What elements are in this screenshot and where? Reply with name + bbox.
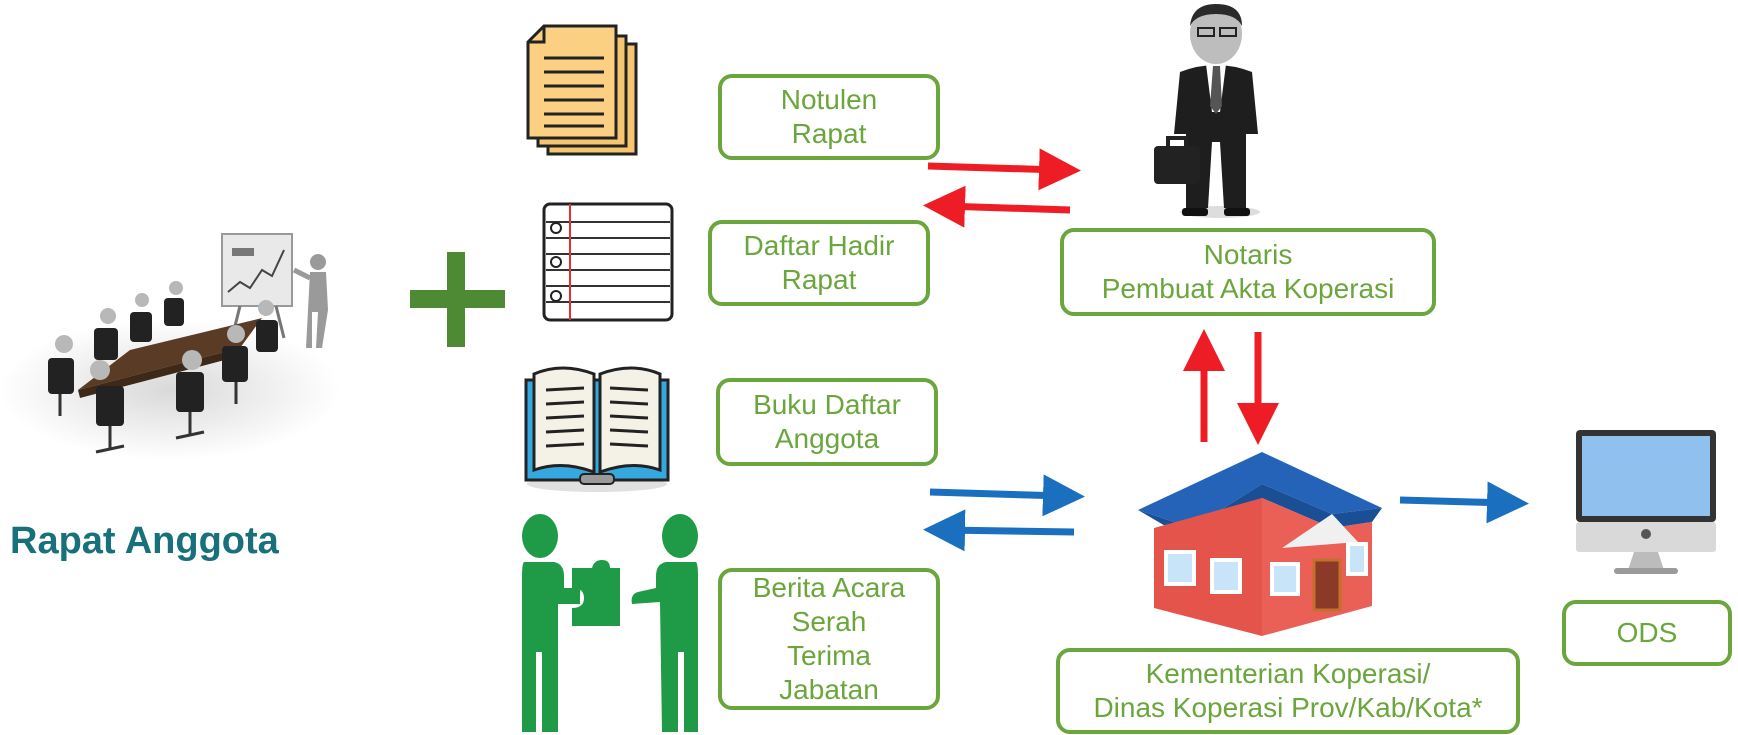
meeting-illustration: [0, 233, 340, 460]
notepad-icon: [542, 202, 674, 322]
ods-label: ODS: [1616, 617, 1678, 648]
arrow-ministry-to-ods: [1399, 481, 1529, 524]
notaris-label: Notaris Pembuat Akta Koperasi: [1101, 239, 1395, 304]
arrow-ministry-to-docs: [923, 509, 1075, 552]
daftar-hadir-box: Daftar Hadir Rapat: [708, 220, 930, 306]
open-book-icon: [524, 366, 670, 492]
arrow-docs-to-ministry: [929, 474, 1085, 517]
house-icon: [1138, 452, 1382, 636]
kementerian-label: Kementerian Koperasi/ Dinas Koperasi Pro…: [1093, 658, 1483, 723]
notulen-rapat-label: Notulen Rapat: [780, 84, 878, 149]
document-stack-icon: [526, 24, 638, 156]
plus-icon: [410, 252, 505, 347]
notulen-rapat-box: Notulen Rapat: [718, 74, 940, 160]
ods-box: ODS: [1562, 600, 1732, 666]
berita-acara-label: Berita Acara Serah Terima Jabatan: [752, 572, 906, 705]
arrow-notary-to-docs: [923, 185, 1071, 228]
daftar-hadir-label: Daftar Hadir Rapat: [743, 230, 895, 295]
arrow-docs-to-notary: [927, 148, 1081, 191]
monitor-icon: [1576, 430, 1716, 574]
businessman-icon: [1154, 4, 1260, 218]
notaris-box: Notaris Pembuat Akta Koperasi: [1060, 228, 1436, 316]
berita-acara-box: Berita Acara Serah Terima Jabatan: [718, 568, 940, 710]
buku-daftar-anggota-box: Buku Daftar Anggota: [716, 378, 938, 466]
buku-daftar-anggota-label: Buku Daftar Anggota: [753, 389, 901, 454]
kementerian-box: Kementerian Koperasi/ Dinas Koperasi Pro…: [1056, 648, 1520, 734]
handover-icon: [522, 514, 698, 732]
rapat-anggota-title: Rapat Anggota: [10, 520, 279, 562]
